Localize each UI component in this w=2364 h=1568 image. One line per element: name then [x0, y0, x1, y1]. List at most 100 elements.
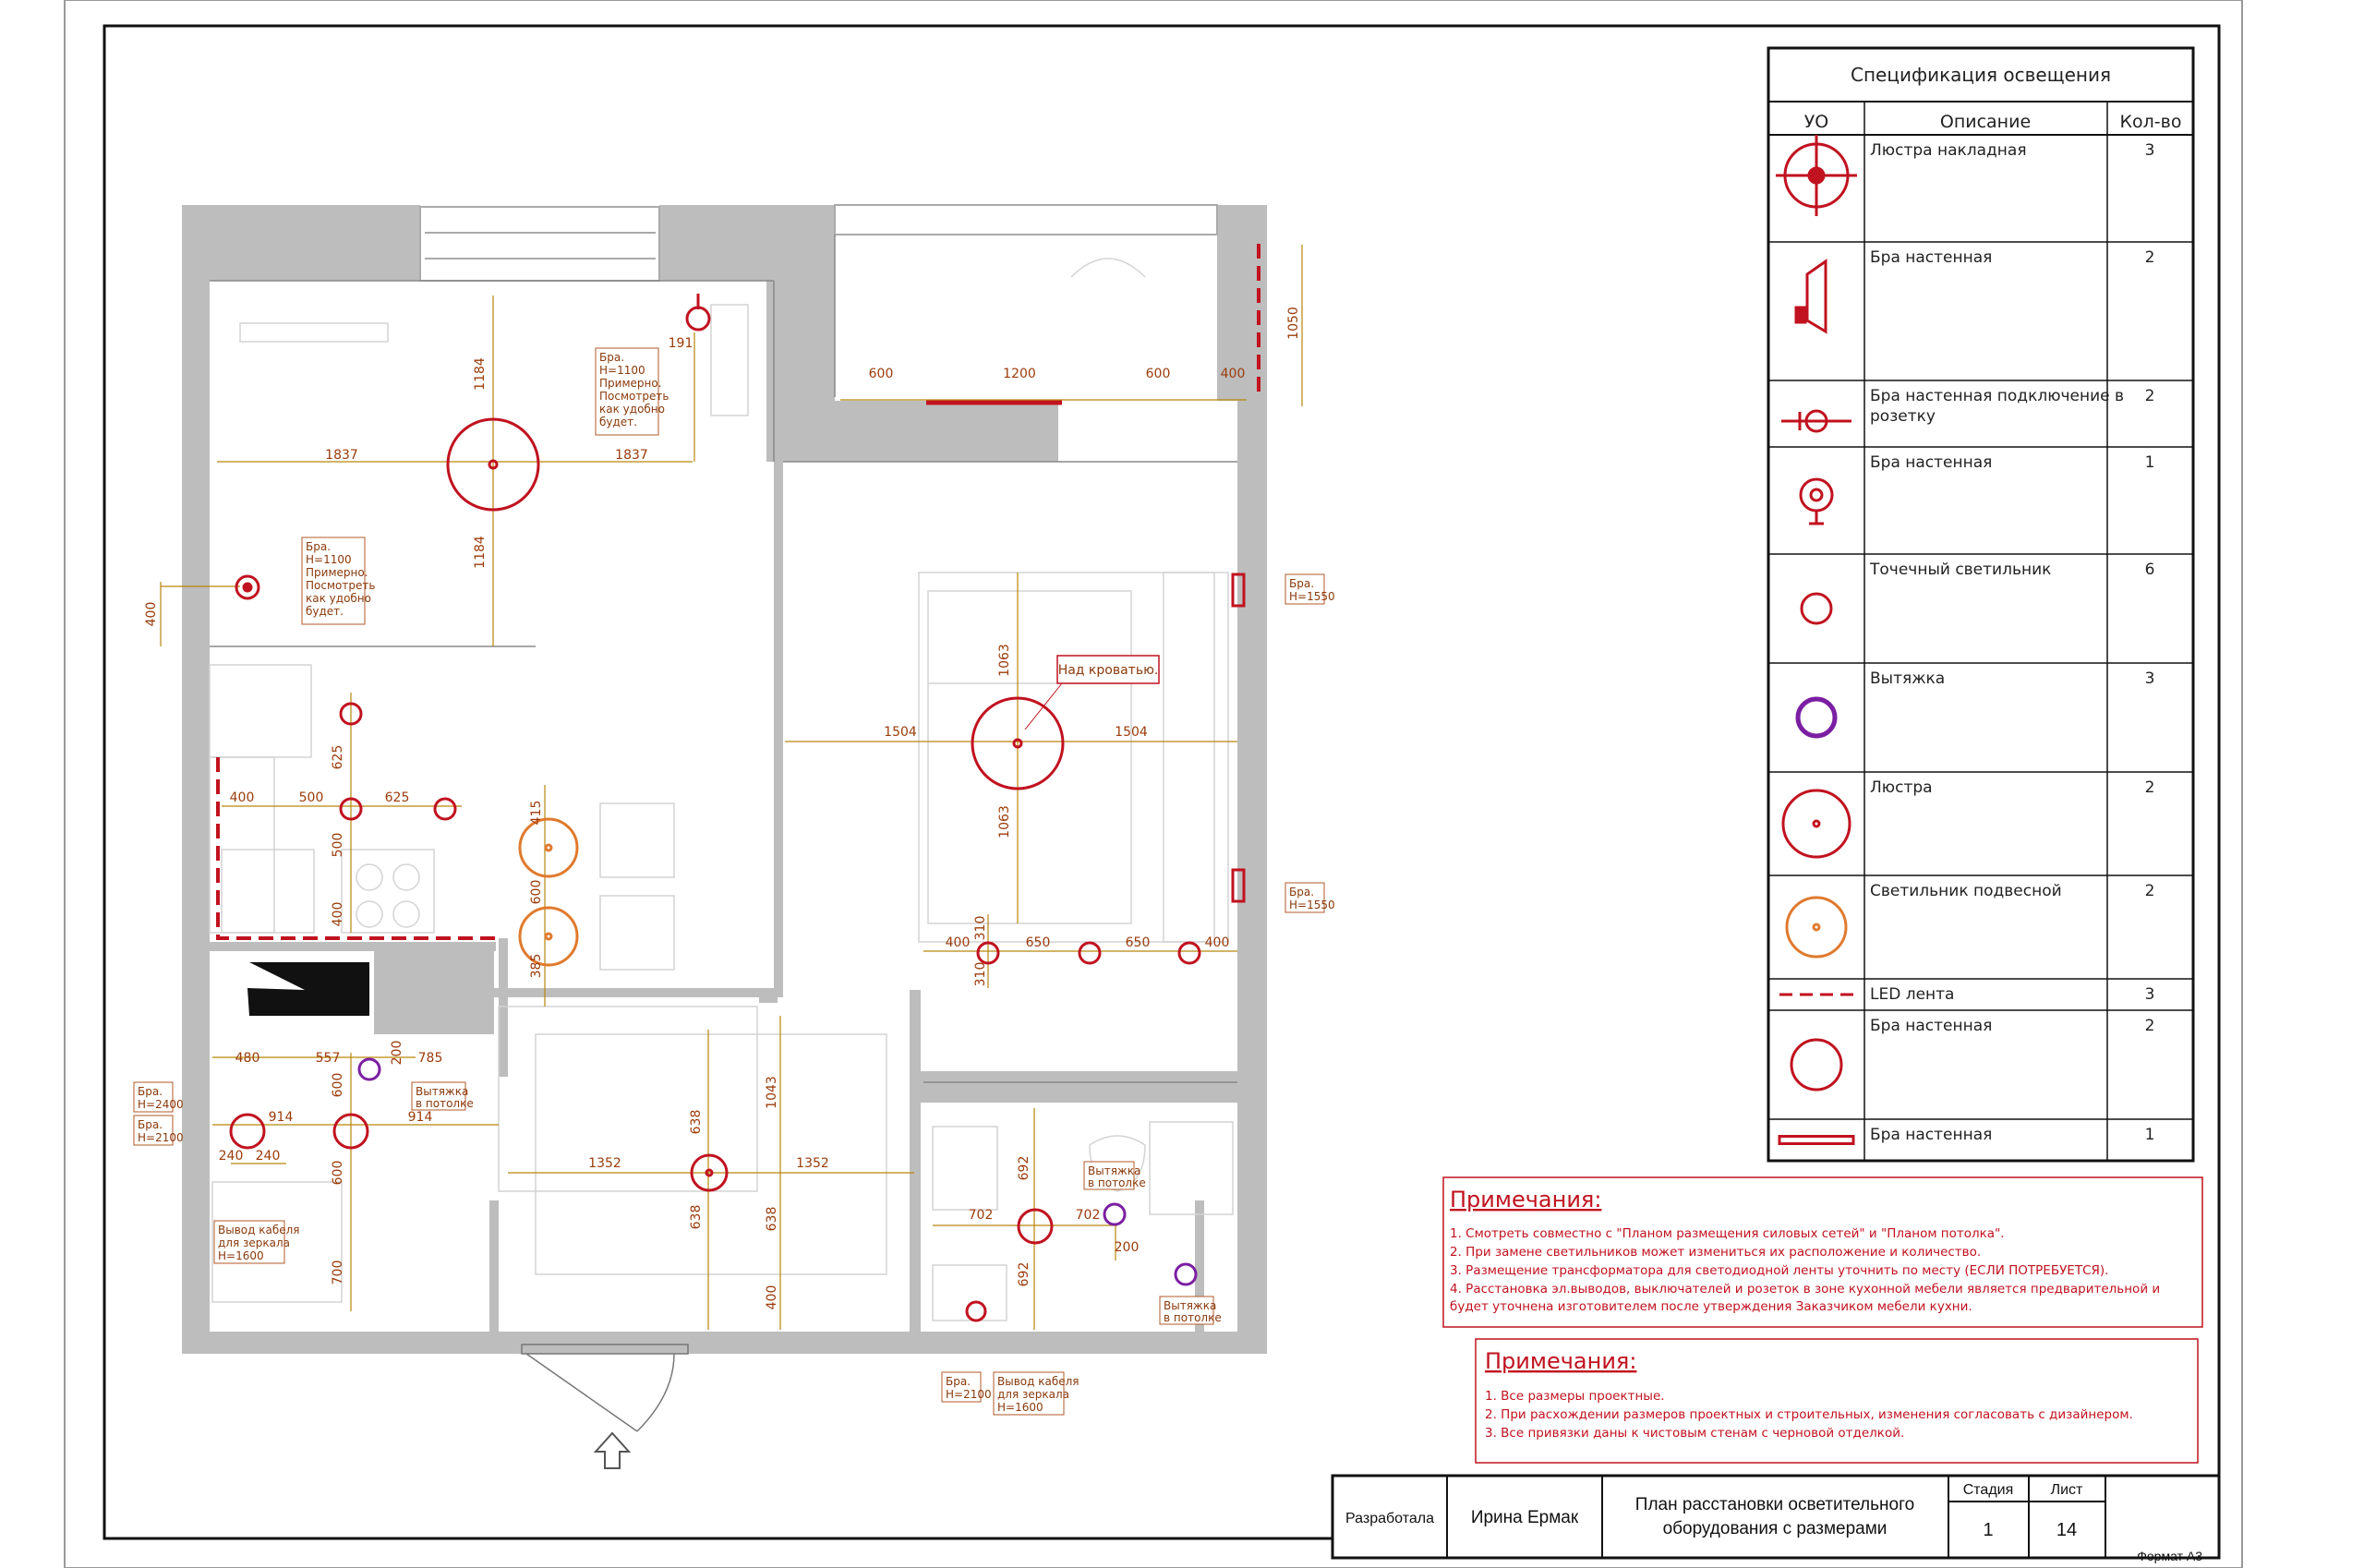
pendant-lamp-icon [518, 817, 579, 967]
dim-400-top: 400 [1221, 367, 1246, 381]
sheet-label: Лист [2051, 1482, 2083, 1498]
wall-sconce-icon [235, 294, 1246, 1322]
drawing-title-line-2: оборудования с размерами [1663, 1519, 1888, 1538]
dim-415: 415 [529, 801, 544, 826]
spec-row-qty: 2 [2145, 387, 2155, 405]
annotation-exhaust-ceiling-b: Вытяжка в потолке [1083, 1161, 1146, 1190]
dim-650-b: 650 [1126, 935, 1151, 950]
wall-sconce-icon [1794, 259, 1827, 334]
wall-sconce-round-icon [1790, 1038, 1843, 1092]
svg-text:Н=1100: Н=1100 [599, 364, 645, 377]
notes-1-item-3: 3. Размещение трансформатора для светоди… [1450, 1263, 2108, 1278]
spec-row-qty: 3 [2145, 669, 2155, 688]
linear-sconce-icon [1778, 1135, 1855, 1145]
dim-700: 700 [331, 1260, 345, 1285]
annotation-sconce-h1100-top: Бра. Н=1100 Примерно. Посмотреть как удо… [595, 347, 669, 436]
dim-650-a: 650 [1026, 935, 1051, 950]
notes-block-2: Примечания: 1. Все размеры проектные. 2.… [1475, 1338, 2199, 1464]
dim-600-bath-b: 600 [331, 1161, 345, 1186]
annotation-exhaust-ceiling-a: Вытяжка в потолке [411, 1081, 474, 1111]
dim-557: 557 [316, 1051, 341, 1066]
dim-692-top: 692 [1017, 1156, 1031, 1181]
sheet-outer-frame [64, 0, 2243, 1568]
svg-text:Н=2100: Н=2100 [946, 1388, 992, 1401]
dim-1504-left: 1504 [884, 725, 917, 740]
spec-row-qty: 3 [2145, 141, 2155, 160]
notes-block-1: Примечания: 1. Смотреть совместно с "Пла… [1442, 1176, 2203, 1328]
dim-1837-right: 1837 [615, 448, 648, 463]
svg-text:для зеркала: для зеркала [997, 1388, 1069, 1401]
svg-text:будет.: будет. [306, 605, 344, 618]
dim-385: 385 [529, 954, 544, 979]
svg-text:Н=1100: Н=1100 [306, 553, 352, 566]
dim-600-pend: 600 [529, 880, 544, 905]
exhaust-fan-icon [1795, 696, 1838, 739]
spec-header-qty: Кол-во [2120, 112, 2182, 132]
svg-text:в потолке: в потолке [416, 1097, 474, 1110]
dim-400-bed-l: 400 [946, 935, 971, 950]
dim-785: 785 [418, 1051, 443, 1066]
svg-text:Примерно.: Примерно. [599, 377, 662, 390]
dim-914-right: 914 [408, 1110, 433, 1125]
notes-2-item-1: 1. Все размеры проектные. [1485, 1389, 1665, 1404]
svg-text:как удобно: как удобно [306, 592, 371, 605]
svg-text:Вытяжка: Вытяжка [1164, 1299, 1216, 1312]
dim-200-b: 200 [1115, 1240, 1140, 1255]
sheet-format: Формат А3 [2137, 1549, 2202, 1563]
dim-1200: 1200 [1003, 367, 1036, 381]
dim-1063-bottom: 1063 [997, 805, 1012, 838]
svg-text:Бра.: Бра. [946, 1375, 971, 1388]
dim-500-vert: 500 [331, 833, 345, 858]
spec-row-description: Бра настенная [1870, 1126, 1992, 1144]
spec-row-qty: 1 [2145, 453, 2155, 472]
spec-row-qty: 2 [2145, 1017, 2155, 1035]
dim-400-kitchen: 400 [230, 790, 255, 805]
dim-240-b: 240 [256, 1149, 281, 1164]
dim-310-b: 310 [973, 962, 988, 987]
svg-text:для зеркала: для зеркала [218, 1236, 290, 1249]
sheet-value: 14 [2056, 1520, 2077, 1540]
sheet-drawing-frame [103, 24, 2221, 1540]
spotlight-icon [1800, 592, 1833, 625]
chandelier-icon [690, 1153, 729, 1192]
dim-400-corr: 400 [765, 1285, 779, 1310]
lighting-spec-table: Спецификация освещения УО Описание Кол-в… [1767, 46, 2195, 1163]
led-strip [216, 244, 1260, 940]
author-name: Ирина Ермак [1471, 1508, 1579, 1527]
spec-row-description: Люстра [1870, 778, 1933, 797]
dim-625: 625 [385, 790, 410, 805]
spec-row-description: Бра настенная [1870, 1017, 1992, 1035]
annotation-sconce-h2100-bath: Бра. Н=2100 [941, 1371, 992, 1403]
notes-1-item-2: 2. При замене светильников может изменит… [1450, 1245, 1981, 1260]
annotation-sconce-h1550-top: Бра. Н=1550 [1285, 573, 1335, 605]
annotation-exhaust-ceiling-c: Вытяжка в потолке [1159, 1296, 1222, 1325]
dim-1837-left: 1837 [325, 448, 358, 463]
svg-text:Н=1550: Н=1550 [1289, 590, 1335, 603]
dim-1050: 1050 [1286, 307, 1301, 340]
dim-191: 191 [669, 336, 694, 351]
title-block: Разработала Ирина Ермак План расстановки… [1331, 1474, 2221, 1560]
svg-text:Бра.: Бра. [306, 540, 331, 553]
svg-text:Н=2100: Н=2100 [138, 1131, 184, 1144]
svg-text:в потолке: в потолке [1088, 1176, 1146, 1189]
dim-400-left: 400 [144, 602, 159, 627]
stage-value: 1 [1983, 1520, 1993, 1540]
svg-text:Бра.: Бра. [138, 1118, 163, 1131]
spec-header-symbol: УО [1804, 112, 1829, 132]
spec-row-description: Точечный светильник [1869, 561, 2051, 579]
dim-480: 480 [235, 1051, 260, 1066]
dim-625-vert: 625 [331, 745, 345, 770]
dim-692-bottom: 692 [1017, 1262, 1031, 1287]
svg-text:Бра.: Бра. [1289, 886, 1314, 899]
pendant-lamp-icon [1785, 896, 1848, 959]
spec-row-description: Вытяжка [1870, 669, 1945, 688]
annotation-sconce-h2100-left: Бра. Н=2100 [133, 1115, 184, 1146]
spotlight-icon [229, 702, 1201, 1245]
dim-1352-left: 1352 [588, 1156, 621, 1171]
notes-2-item-2: 2. При расхождении размеров проектных и … [1485, 1407, 2133, 1422]
svg-text:в потолке: в потолке [1164, 1311, 1222, 1324]
dim-914-left: 914 [269, 1110, 294, 1125]
svg-text:Вытяжка: Вытяжка [416, 1085, 468, 1098]
notes-1-item-5: будет уточнена изготовителем после утвер… [1450, 1299, 1972, 1314]
